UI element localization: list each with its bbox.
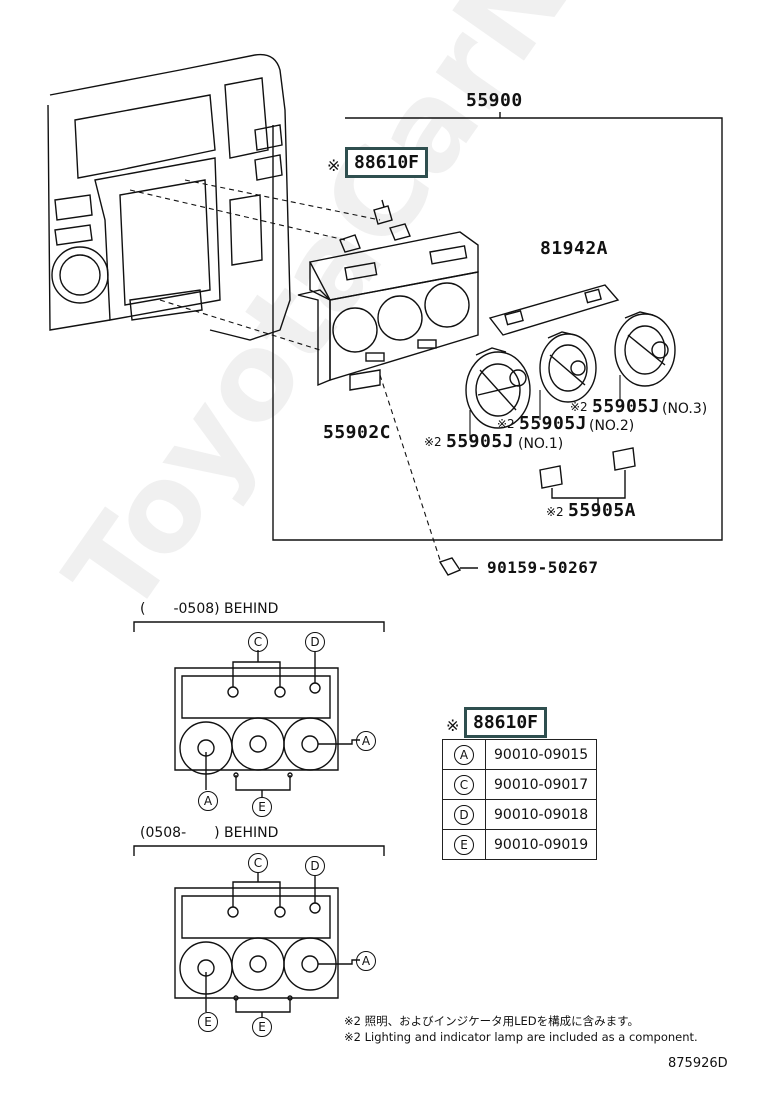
asterisk2-no2: ※2 bbox=[497, 417, 515, 431]
caption-behind-top: ( -0508) BEHIND bbox=[140, 601, 279, 617]
label-assembly: 55900 bbox=[466, 90, 523, 111]
label-knob-no3: 55905J bbox=[592, 396, 661, 417]
row-key: C bbox=[454, 774, 474, 795]
row-part: 90010-09015 bbox=[484, 739, 598, 770]
behind-view-top bbox=[133, 621, 385, 798]
callout-e-bottom: E bbox=[252, 1017, 272, 1037]
note-english: ※2 Lighting and indicator lamp are inclu… bbox=[344, 1030, 698, 1044]
asterisk2-no3: ※2 bbox=[570, 400, 588, 414]
bracket-drawing bbox=[488, 284, 620, 336]
table-row: D 90010-09018 bbox=[442, 799, 598, 830]
callout-e-top: E bbox=[252, 797, 272, 817]
callout-a-top: A bbox=[356, 731, 376, 751]
bulb-drawing bbox=[373, 199, 393, 225]
asterisk-mark: ※ bbox=[327, 156, 341, 175]
knob-no1-drawing bbox=[465, 347, 531, 429]
table-asterisk: ※ bbox=[446, 716, 460, 735]
callout-d-bottom: D bbox=[305, 856, 325, 876]
callout-d-top: D bbox=[305, 632, 325, 652]
knob-no3-drawing bbox=[614, 311, 676, 387]
asterisk2-switch: ※2 bbox=[546, 505, 564, 519]
dashboard-drawing bbox=[47, 53, 291, 341]
note-japanese: ※2 照明、およびインジケータ用LEDを構成に含みます。 bbox=[344, 1014, 639, 1028]
caption-behind-bottom: (0508- ) BEHIND bbox=[140, 825, 279, 841]
label-bracket: 81942A bbox=[540, 238, 609, 259]
label-panel: 55902C bbox=[323, 422, 392, 443]
label-bulb-set: 88610F bbox=[345, 147, 429, 178]
table-row: A 90010-09015 bbox=[442, 739, 598, 770]
table-title: 88610F bbox=[464, 707, 548, 738]
figure-id: 875926D bbox=[668, 1056, 728, 1071]
parts-table: A 90010-09015 C 90010-09017 D 90010-0901… bbox=[442, 739, 598, 860]
callout-a-bottom: A bbox=[356, 951, 376, 971]
callout-a-bottom-left-top: A bbox=[198, 791, 218, 811]
table-row: C 90010-09017 bbox=[442, 769, 598, 800]
row-key: D bbox=[454, 804, 474, 825]
label-knob-no2: 55905J bbox=[519, 413, 588, 434]
callout-c-bottom: C bbox=[248, 853, 268, 873]
row-part: 90010-09018 bbox=[484, 799, 598, 830]
label-switch: 55905A bbox=[568, 500, 637, 521]
knob-leaders bbox=[469, 375, 621, 440]
label-knob-no2-tag: (NO.2) bbox=[589, 418, 635, 434]
row-part: 90010-09019 bbox=[484, 829, 598, 860]
asterisk2-no1: ※2 bbox=[424, 435, 442, 449]
row-key: E bbox=[454, 834, 474, 855]
label-screw: 90159-50267 bbox=[487, 558, 599, 577]
table-row: E 90010-09019 bbox=[442, 829, 598, 860]
callout-c-top: C bbox=[248, 632, 268, 652]
row-part: 90010-09017 bbox=[484, 769, 598, 800]
leader-lines bbox=[129, 179, 441, 561]
callout-e-bottom-left: E bbox=[198, 1012, 218, 1032]
control-panel-drawing bbox=[297, 223, 479, 391]
screw-drawing bbox=[438, 557, 478, 576]
label-knob-no1: 55905J bbox=[446, 431, 515, 452]
knob-no2-drawing bbox=[539, 331, 597, 403]
assembly-box bbox=[272, 117, 723, 541]
behind-view-bottom bbox=[133, 845, 385, 1018]
label-knob-no1-tag: (NO.1) bbox=[518, 436, 564, 452]
row-key: A bbox=[454, 744, 474, 765]
switch-drawing bbox=[539, 447, 636, 508]
label-knob-no3-tag: (NO.3) bbox=[662, 401, 708, 417]
